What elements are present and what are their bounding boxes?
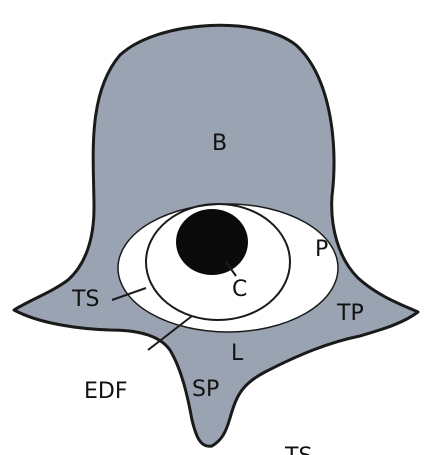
label-body: B	[212, 131, 227, 156]
label-cord: C	[232, 277, 247, 302]
label-lamina: L	[231, 341, 244, 366]
label-spinous-process: SP	[192, 377, 219, 402]
spinal-cord	[176, 209, 248, 275]
label-bottom-cut: TS	[284, 444, 312, 455]
label-pedicle: P	[315, 237, 328, 262]
label-transverse-process: TP	[336, 301, 364, 326]
label-thecal-sac: TS	[71, 287, 99, 312]
label-epidural-fat: EDF	[84, 379, 128, 404]
